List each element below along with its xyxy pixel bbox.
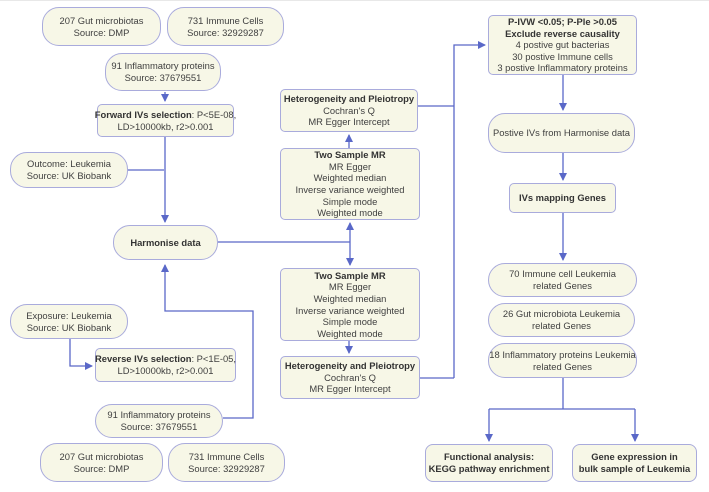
gut-microbiota-label: 207 Gut microbiotas xyxy=(59,450,144,462)
mr-egger-intercept-label: MR Egger Intercept xyxy=(308,116,390,128)
box-reverse-ivs-selection: Reverse IVs selection: P<1E-05, LD>10000… xyxy=(95,348,236,382)
gut-microbiota-label: 207 Gut microbiotas xyxy=(59,14,144,26)
exclude-reverse-causality: Exclude reverse causality xyxy=(505,27,620,39)
reverse-selection-threshold: : P<1E-05, xyxy=(191,353,236,365)
inflammatory-proteins-label: 91 Inflammatory proteins xyxy=(111,60,215,72)
box-immune-related-genes: 70 Immune cell Leukemia related Genes xyxy=(488,263,637,297)
inflammatory-proteins-source: Source: 37679551 xyxy=(124,72,202,83)
box-forward-ivs-selection: Forward IVs selection: P<5E-08, LD>10000… xyxy=(94,104,237,137)
exposure-label: Exposure: Leukemia xyxy=(26,309,112,321)
box-gut-microbiota-top: 207 Gut microbiotas Source: DMP xyxy=(42,7,161,46)
inflammatory-genes-count: 18 Inflammatory proteins Leukemia xyxy=(489,348,636,360)
box-harmonise-data: Harmonise data xyxy=(113,225,218,260)
gut-microbiota-source: Source: DMP xyxy=(73,462,130,474)
box-two-sample-mr-bottom: Two Sample MR MR Egger Weighted median I… xyxy=(280,268,420,341)
box-inflammatory-proteins-top: 91 Inflammatory proteins Source: 3767955… xyxy=(105,53,221,91)
outcome-source: Source: UK Biobank xyxy=(26,170,112,181)
bulk-sample-label: bulk sample of Leukemia xyxy=(578,463,691,474)
box-exposure-leukemia: Exposure: Leukemia Source: UK Biobank xyxy=(10,304,128,339)
positive-ivs-label: Postive IVs from Harmonise data xyxy=(492,127,631,139)
box-positive-ivs: Postive IVs from Harmonise data xyxy=(488,113,635,153)
box-gene-expression: Gene expression in bulk sample of Leukem… xyxy=(572,444,697,482)
positive-gut-count: 4 postive gut bacterias xyxy=(515,39,610,51)
box-inflammatory-proteins-bottom: 91 Inflammatory proteins Source: 3767955… xyxy=(95,404,223,438)
box-functional-analysis: Functional analysis: KEGG pathway enrich… xyxy=(425,444,553,482)
simple-mode-label: Simple mode xyxy=(322,316,378,328)
box-immune-cells-bottom: 731 Immune Cells Source: 32929287 xyxy=(168,443,285,482)
forward-selection-title: Forward IVs selection xyxy=(94,108,192,120)
simple-mode-label: Simple mode xyxy=(322,195,378,207)
weighted-mode-label: Weighted mode xyxy=(317,207,383,219)
reverse-selection-title: Reverse IVs selection xyxy=(95,353,192,365)
box-heterogeneity-pleiotropy-top: Heterogeneity and Pleiotropy Cochran's Q… xyxy=(280,89,418,132)
related-genes-label: related Genes xyxy=(533,280,592,291)
immune-genes-count: 70 Immune cell Leukemia xyxy=(509,268,616,280)
related-genes-label: related Genes xyxy=(532,320,591,331)
box-pivw-filter: P-IVW <0.05; P-Ple >0.05 Exclude reverse… xyxy=(488,15,637,75)
inflammatory-proteins-label: 91 Inflammatory proteins xyxy=(107,409,211,421)
reverse-selection-params: LD>10000kb, r2>0.001 xyxy=(117,365,214,376)
inflammatory-proteins-source: Source: 37679551 xyxy=(120,421,198,432)
ivw-label: Inverse variance weighted xyxy=(295,304,405,316)
ivw-label: Inverse variance weighted xyxy=(295,184,405,195)
two-sample-mr-title: Two Sample MR xyxy=(314,149,386,161)
box-inflammatory-related-genes: 18 Inflammatory proteins Leukemia relate… xyxy=(488,343,637,378)
forward-selection-threshold: : P<5E-08, xyxy=(191,108,237,120)
mr-egger-intercept-label: MR Egger Intercept xyxy=(309,383,391,395)
immune-cells-label: 731 Immune Cells xyxy=(187,14,264,26)
box-immune-cells-top: 731 Immune Cells Source: 32929287 xyxy=(167,7,284,46)
box-heterogeneity-pleiotropy-bottom: Heterogeneity and Pleiotropy Cochran's Q… xyxy=(280,356,420,399)
gene-expression-label: Gene expression in xyxy=(591,451,678,463)
gut-microbiota-source: Source: DMP xyxy=(73,26,130,38)
box-outcome-leukemia: Outcome: Leukemia Source: UK Biobank xyxy=(10,152,128,188)
positive-immune-count: 30 postive Immune cells xyxy=(512,50,613,62)
harmonise-data-label: Harmonise data xyxy=(130,236,201,248)
mr-egger-label: MR Egger xyxy=(328,281,372,293)
mr-egger-label: MR Egger xyxy=(328,160,372,172)
outcome-label: Outcome: Leukemia xyxy=(27,158,111,170)
heterogeneity-title: Heterogeneity and Pleiotropy xyxy=(283,93,415,105)
exposure-source: Source: UK Biobank xyxy=(26,321,112,333)
related-genes-label: related Genes xyxy=(533,360,592,372)
ivs-mapping-label: IVs mapping Genes xyxy=(518,192,606,204)
functional-analysis-label: Functional analysis: xyxy=(443,451,535,463)
immune-cells-source: Source: 32929287 xyxy=(187,26,264,38)
box-gut-microbiota-bottom: 207 Gut microbiotas Source: DMP xyxy=(40,443,163,482)
weighted-median-label: Weighted median xyxy=(313,292,387,304)
pivw-thresholds: P-IVW <0.05; P-Ple >0.05 xyxy=(508,15,617,27)
immune-cells-source: Source: 32929287 xyxy=(188,462,265,474)
heterogeneity-title: Heterogeneity and Pleiotropy xyxy=(284,360,416,372)
weighted-median-label: Weighted median xyxy=(313,172,387,184)
box-ivs-mapping-genes: IVs mapping Genes xyxy=(509,183,616,213)
cochrans-q-label: Cochran's Q xyxy=(323,104,375,116)
immune-cells-label: 731 Immune Cells xyxy=(188,450,265,462)
positive-inflammatory-count: 3 postive Inflammatory proteins xyxy=(497,62,628,74)
box-two-sample-mr-top: Two Sample MR MR Egger Weighted median I… xyxy=(280,148,420,220)
forward-selection-params: LD>10000kb, r2>0.001 xyxy=(117,120,214,132)
box-gut-related-genes: 26 Gut microbiota Leukemia related Genes xyxy=(488,303,635,337)
gut-genes-count: 26 Gut microbiota Leukemia xyxy=(502,308,621,320)
weighted-mode-label: Weighted mode xyxy=(317,327,383,339)
two-sample-mr-title: Two Sample MR xyxy=(314,269,386,281)
cochrans-q-label: Cochran's Q xyxy=(324,371,376,383)
kegg-enrichment-label: KEGG pathway enrichment xyxy=(428,463,550,474)
